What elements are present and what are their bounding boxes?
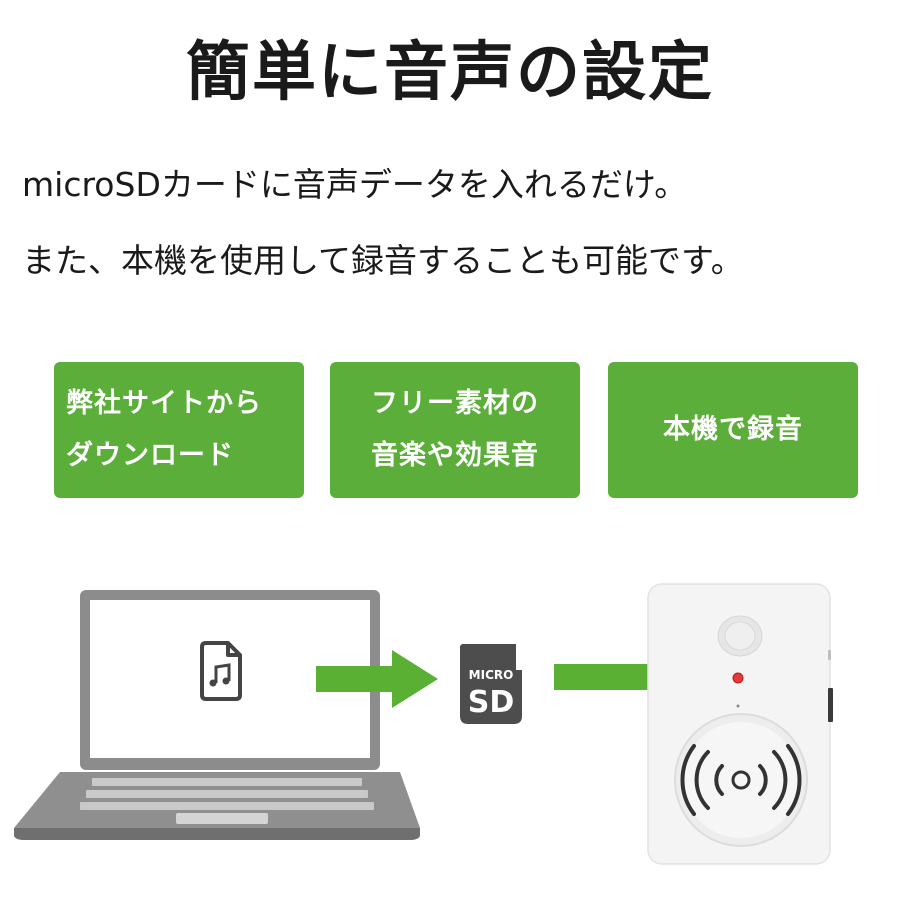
laptop-icon xyxy=(14,590,420,840)
microsd-label-micro: MICRO xyxy=(469,668,514,682)
description-line-1: microSDカードに音声データを入れるだけ。 xyxy=(22,165,688,204)
music-file-icon xyxy=(200,641,242,701)
right-arrow-icon xyxy=(316,650,438,708)
option-card-download-line-1: 弊社サイトから xyxy=(66,388,262,419)
option-card-download-line-2: ダウンロード xyxy=(66,440,234,471)
page-title: 簡単に音声の設定 xyxy=(186,36,714,110)
option-card-record: 本機で録音 xyxy=(608,362,858,498)
microsd-card-icon: MICRO SD xyxy=(460,644,522,724)
option-card-download: 弊社サイトから ダウンロード xyxy=(54,362,304,498)
microsd-label-sd: SD xyxy=(468,685,515,720)
option-card-record-line-1: 本機で録音 xyxy=(663,414,803,445)
option-card-free-material: フリー素材の 音楽や効果音 xyxy=(330,362,580,498)
description-line-2: また、本機を使用して録音することも可能です。 xyxy=(22,241,744,280)
option-card-free-material-line-2: 音楽や効果音 xyxy=(371,440,539,471)
option-card-free-material-line-1: フリー素材の xyxy=(371,388,539,419)
setup-illustration: MICRO SD xyxy=(14,583,833,865)
motion-sensor-speaker-device xyxy=(647,583,833,865)
